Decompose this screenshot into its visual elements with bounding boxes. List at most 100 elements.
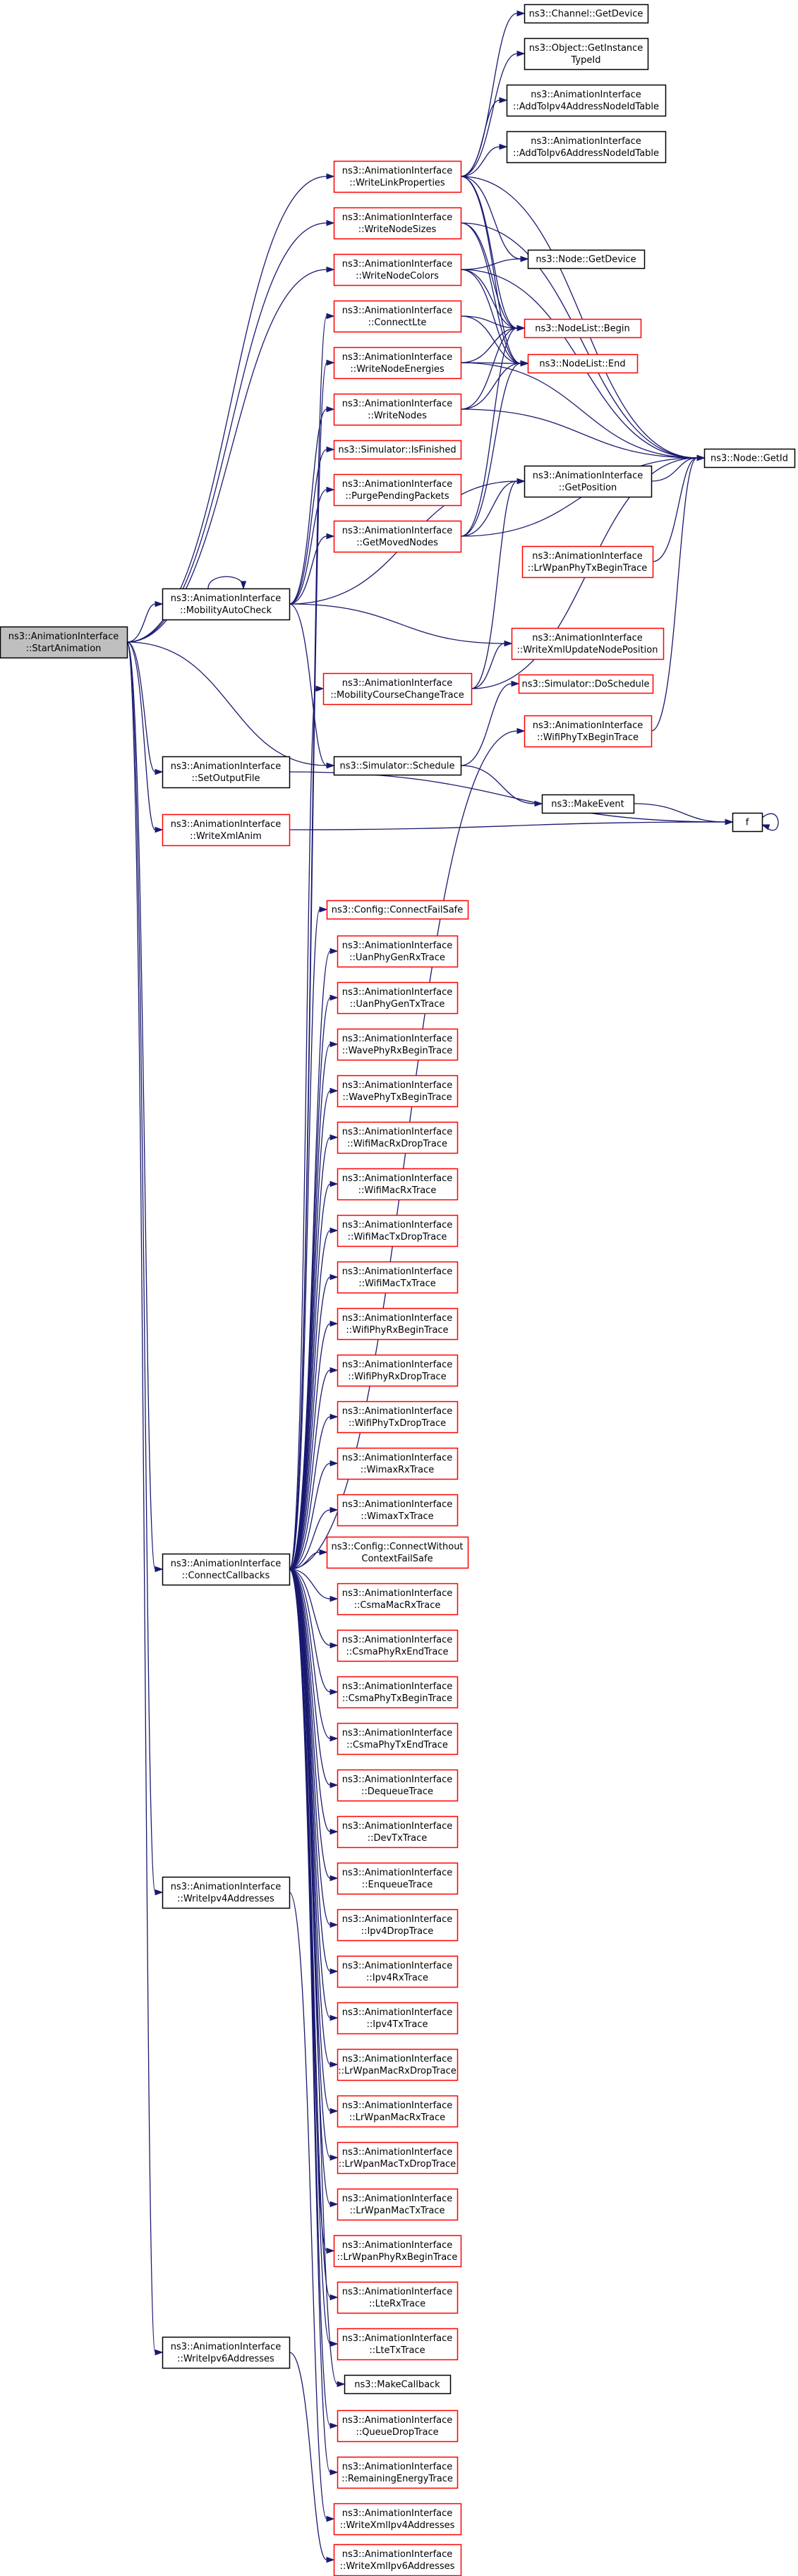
edge-connectCb-to-wifiMacRxDrop	[289, 1134, 339, 1570]
node-writeLinkProps[interactable]: ns3::AnimationInterface::WriteLinkProper…	[333, 160, 462, 193]
node-writeIpv6[interactable]: ns3::AnimationInterface::WriteIpv6Addres…	[162, 2336, 291, 2369]
node-ipv4Rx[interactable]: ns3::AnimationInterface::Ipv4RxTrace	[337, 1955, 459, 1988]
edge-line	[289, 1369, 331, 1570]
node-nlEnd[interactable]: ns3::NodeList::End	[527, 353, 639, 374]
node-writeNodeEnergies[interactable]: ns3::AnimationInterface::WriteNodeEnergi…	[333, 346, 462, 380]
node-mobCourse[interactable]: ns3::AnimationInterface::MobilityCourseC…	[322, 672, 473, 706]
node-connectCb[interactable]: ns3::AnimationInterface::ConnectCallback…	[162, 1553, 291, 1586]
node-label-line: ::CsmaPhyRxEndTrace	[346, 1647, 449, 1657]
node-writeNodeSizes[interactable]: ns3::AnimationInterface::WriteNodeSizes	[333, 207, 462, 240]
node-box	[337, 2141, 459, 2175]
node-writeNodeColors[interactable]: ns3::AnimationInterface::WriteNodeColors	[333, 253, 462, 286]
node-writeXmlAnim[interactable]: ns3::AnimationInterface::WriteXmlAnim	[162, 814, 291, 847]
node-lrMacTxDrop[interactable]: ns3::AnimationInterface::LrWpanMacTxDrop…	[337, 2141, 459, 2175]
node-csmaMacRx[interactable]: ns3::AnimationInterface::CsmaMacRxTrace	[337, 1583, 459, 1616]
node-doSchedule[interactable]: ns3::Simulator::DoSchedule	[518, 674, 654, 694]
node-writeXmlIpv6[interactable]: ns3::AnimationInterface::WriteXmlIpv6Add…	[333, 2544, 462, 2576]
node-lrMacTx[interactable]: ns3::AnimationInterface::LrWpanMacTxTrac…	[337, 2188, 459, 2221]
node-dequeue[interactable]: ns3::AnimationInterface::DequeueTrace	[337, 1769, 459, 1802]
node-lteRx[interactable]: ns3::AnimationInterface::LteRxTrace	[337, 2281, 459, 2314]
node-nodeGetDevice[interactable]: ns3::Node::GetDevice	[527, 249, 646, 270]
node-mobCheck[interactable]: ns3::AnimationInterface::MobilityAutoChe…	[162, 588, 291, 621]
edge-arrowhead	[330, 1642, 339, 1649]
node-wifiPhyRxBegin[interactable]: ns3::AnimationInterface::WifiPhyRxBeginT…	[337, 1307, 459, 1341]
edge-line	[126, 269, 327, 643]
node-wimaxRx[interactable]: ns3::AnimationInterface::WimaxRxTrace	[337, 1447, 459, 1480]
edge-line	[289, 1568, 331, 1739]
node-box	[337, 1815, 459, 1849]
edge-f-to-f	[761, 813, 779, 831]
node-lteTx[interactable]: ns3::AnimationInterface::LteTxTrace	[337, 2328, 459, 2361]
node-simSchedule[interactable]: ns3::Simulator::Schedule	[333, 756, 462, 776]
edge-arrowhead	[330, 1782, 339, 1789]
node-chGetDevice[interactable]: ns3::Channel::GetDevice	[524, 4, 649, 24]
node-box	[333, 520, 462, 553]
node-wifiMacTxDrop[interactable]: ns3::AnimationInterface::WifiMacTxDropTr…	[337, 1214, 459, 1247]
edge-arrowhead	[326, 173, 335, 180]
node-writeNodes[interactable]: ns3::AnimationInterface::WriteNodes	[333, 393, 462, 426]
edge-writeLinkProps-to-addIpv6Table	[460, 143, 508, 177]
node-connectLte[interactable]: ns3::AnimationInterface::ConnectLte	[333, 300, 462, 333]
node-purge[interactable]: ns3::AnimationInterface::PurgePendingPac…	[333, 473, 462, 507]
node-writeXmlIpv4[interactable]: ns3::AnimationInterface::WriteXmlIpv4Add…	[333, 2503, 462, 2536]
node-label-line: ::GetMovedNodes	[356, 538, 438, 548]
node-wifiMacTx[interactable]: ns3::AnimationInterface::WifiMacTxTrace	[337, 1261, 459, 1294]
node-ipv4Drop[interactable]: ns3::AnimationInterface::Ipv4DropTrace	[337, 1909, 459, 1942]
node-label-line: ns3::AnimationInterface	[531, 136, 641, 147]
edge-line	[289, 1552, 320, 1570]
node-writeIpv4[interactable]: ns3::AnimationInterface::WriteIpv4Addres…	[162, 1876, 291, 1909]
node-ipv4Tx[interactable]: ns3::AnimationInterface::Ipv4TxTrace	[337, 2002, 459, 2035]
node-label-line: ns3::AnimationInterface	[342, 1728, 453, 1739]
edge-arrowhead	[330, 2294, 339, 2301]
node-makeEvent[interactable]: ns3::MakeEvent	[541, 794, 635, 814]
node-addIpv4Table[interactable]: ns3::AnimationInterface::AddToIpv4Addres…	[506, 84, 667, 117]
node-label-line: ::SetOutputFile	[191, 773, 260, 784]
node-lrMacRx[interactable]: ns3::AnimationInterface::LrWpanMacRxTrac…	[337, 2095, 459, 2128]
node-csmaPhyTxEnd[interactable]: ns3::AnimationInterface::CsmaPhyTxEndTra…	[337, 1722, 459, 1755]
node-label-line: ns3::Object::GetInstance	[529, 43, 643, 54]
node-setOut[interactable]: ns3::AnimationInterface::SetOutputFile	[162, 756, 291, 789]
node-getPosition[interactable]: ns3::AnimationInterface::GetPosition	[524, 465, 653, 498]
node-wifiPhyRxDrop[interactable]: ns3::AnimationInterface::WifiPhyRxDropTr…	[337, 1354, 459, 1387]
edge-arrowhead	[326, 219, 335, 226]
node-wifiMacRxDrop[interactable]: ns3::AnimationInterface::WifiMacRxDropTr…	[337, 1121, 459, 1154]
node-devTx[interactable]: ns3::AnimationInterface::DevTxTrace	[337, 1815, 459, 1849]
node-lrPhyTxBegin[interactable]: ns3::AnimationInterface::LrWpanPhyTxBegi…	[521, 545, 654, 579]
node-wifiMacRx[interactable]: ns3::AnimationInterface::WifiMacRxTrace	[337, 1168, 459, 1201]
edge-line	[289, 1568, 331, 1600]
node-simIsFinished[interactable]: ns3::Simulator::IsFinished	[333, 440, 462, 460]
node-writeXmlUpdatePos[interactable]: ns3::AnimationInterface::WriteXmlUpdateN…	[511, 627, 665, 660]
node-f[interactable]: f	[732, 812, 763, 833]
node-box	[337, 2095, 459, 2128]
node-remEnergy[interactable]: ns3::AnimationInterface::RemainingEnergy…	[337, 2456, 459, 2489]
node-lrPhyRxBegin[interactable]: ns3::AnimationInterface::LrWpanPhyRxBegi…	[333, 2235, 462, 2268]
edge-start-to-writeXmlAnim	[126, 641, 164, 833]
node-csmaPhyRxEnd[interactable]: ns3::AnimationInterface::CsmaPhyRxEndTra…	[337, 1629, 459, 1662]
node-waveTx[interactable]: ns3::AnimationInterface::WavePhyTxBeginT…	[337, 1075, 459, 1108]
node-wimaxTx[interactable]: ns3::AnimationInterface::WimaxTxTrace	[337, 1494, 459, 1527]
node-nodeGetId[interactable]: ns3::Node::GetId	[703, 448, 796, 468]
node-getMoved[interactable]: ns3::AnimationInterface::GetMovedNodes	[333, 520, 462, 553]
edge-arrowhead	[330, 2108, 339, 2115]
node-label-line: ns3::Node::GetDevice	[536, 255, 636, 265]
node-queueDrop[interactable]: ns3::AnimationInterface::QueueDropTrace	[337, 2409, 459, 2443]
edge-arrowhead	[516, 50, 526, 57]
node-makeCallback[interactable]: ns3::MakeCallback	[344, 2374, 452, 2395]
node-addIpv6Table[interactable]: ns3::AnimationInterface::AddToIpv6Addres…	[506, 131, 667, 164]
node-wifiPhyTxBegin[interactable]: ns3::AnimationInterface::WifiPhyTxBeginT…	[524, 715, 653, 748]
node-connectFailSafe[interactable]: ns3::Config::ConnectFailSafe	[326, 900, 469, 920]
node-start[interactable]: ns3::AnimationInterface::StartAnimation	[0, 626, 128, 659]
node-enqueue[interactable]: ns3::AnimationInterface::EnqueueTrace	[337, 1862, 459, 1895]
node-csmaPhyTxBegin[interactable]: ns3::AnimationInterface::CsmaPhyTxBeginT…	[337, 1676, 459, 1709]
node-connectWithout[interactable]: ns3::Config::ConnectWithoutContextFailSa…	[326, 1536, 469, 1569]
node-uanRx[interactable]: ns3::AnimationInterface::UanPhyGenRxTrac…	[337, 935, 459, 968]
node-lrMacRxDrop[interactable]: ns3::AnimationInterface::LrWpanMacRxDrop…	[337, 2048, 459, 2081]
edge-line	[289, 536, 327, 605]
node-nlBegin[interactable]: ns3::NodeList::Begin	[524, 318, 642, 339]
edge-line	[289, 1323, 331, 1570]
edge-line	[126, 222, 327, 643]
node-waveRx[interactable]: ns3::AnimationInterface::WavePhyRxBeginT…	[337, 1028, 459, 1061]
node-wifiPhyTxDrop[interactable]: ns3::AnimationInterface::WifiPhyTxDropTr…	[337, 1401, 459, 1434]
node-uanTx[interactable]: ns3::AnimationInterface::UanPhyGenTxTrac…	[337, 981, 459, 1015]
